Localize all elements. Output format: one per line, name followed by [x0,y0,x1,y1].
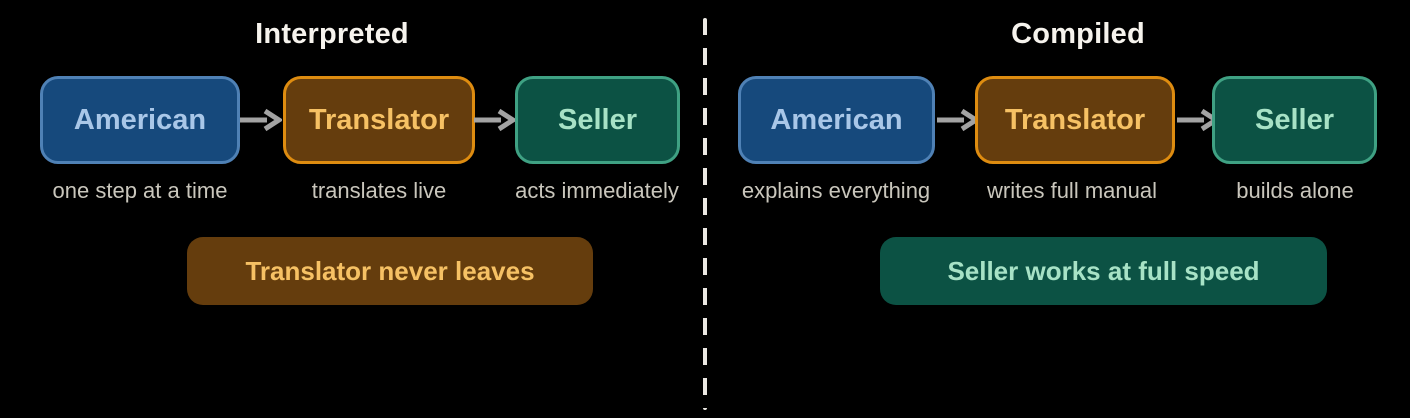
caption-seller: builds alone [1236,178,1354,203]
caption-seller: acts immediately [515,178,679,203]
node-seller: Seller [515,76,680,164]
node-translator: Translator [975,76,1175,164]
node-american: American [738,76,935,164]
panel-interpreted: Interpreted American Translator Seller o… [40,18,680,305]
summary-compiled-label: Seller works at full speed [947,255,1260,286]
panel-title-interpreted: Interpreted [255,18,409,50]
node-seller-label: Seller [558,103,637,136]
caption-american: explains everything [741,178,931,203]
node-american-label: American [73,103,207,136]
summary-interpreted-label: Translator never leaves [245,255,535,286]
node-american-label: American [770,103,903,136]
node-translator: Translator [283,76,475,164]
arrow-right-icon [240,108,282,132]
node-seller-label: Seller [1255,103,1334,136]
node-american: American [40,76,240,164]
arrow-right-icon [474,108,516,132]
summary-compiled: Seller works at full speed [880,237,1327,305]
summary-interpreted: Translator never leaves [187,237,593,305]
caption-american: one step at a time [52,178,228,203]
node-translator-label: Translator [308,103,450,136]
node-seller: Seller [1212,76,1377,164]
node-translator-label: Translator [1004,103,1146,136]
caption-translator: translates live [311,178,447,203]
panel-compiled: Compiled American Translator Seller expl… [705,0,1410,418]
caption-translator: writes full manual [987,178,1157,203]
panel-title-compiled: Compiled [1011,18,1145,50]
dashed-divider [703,18,707,410]
arrow-right-icon [937,108,979,132]
